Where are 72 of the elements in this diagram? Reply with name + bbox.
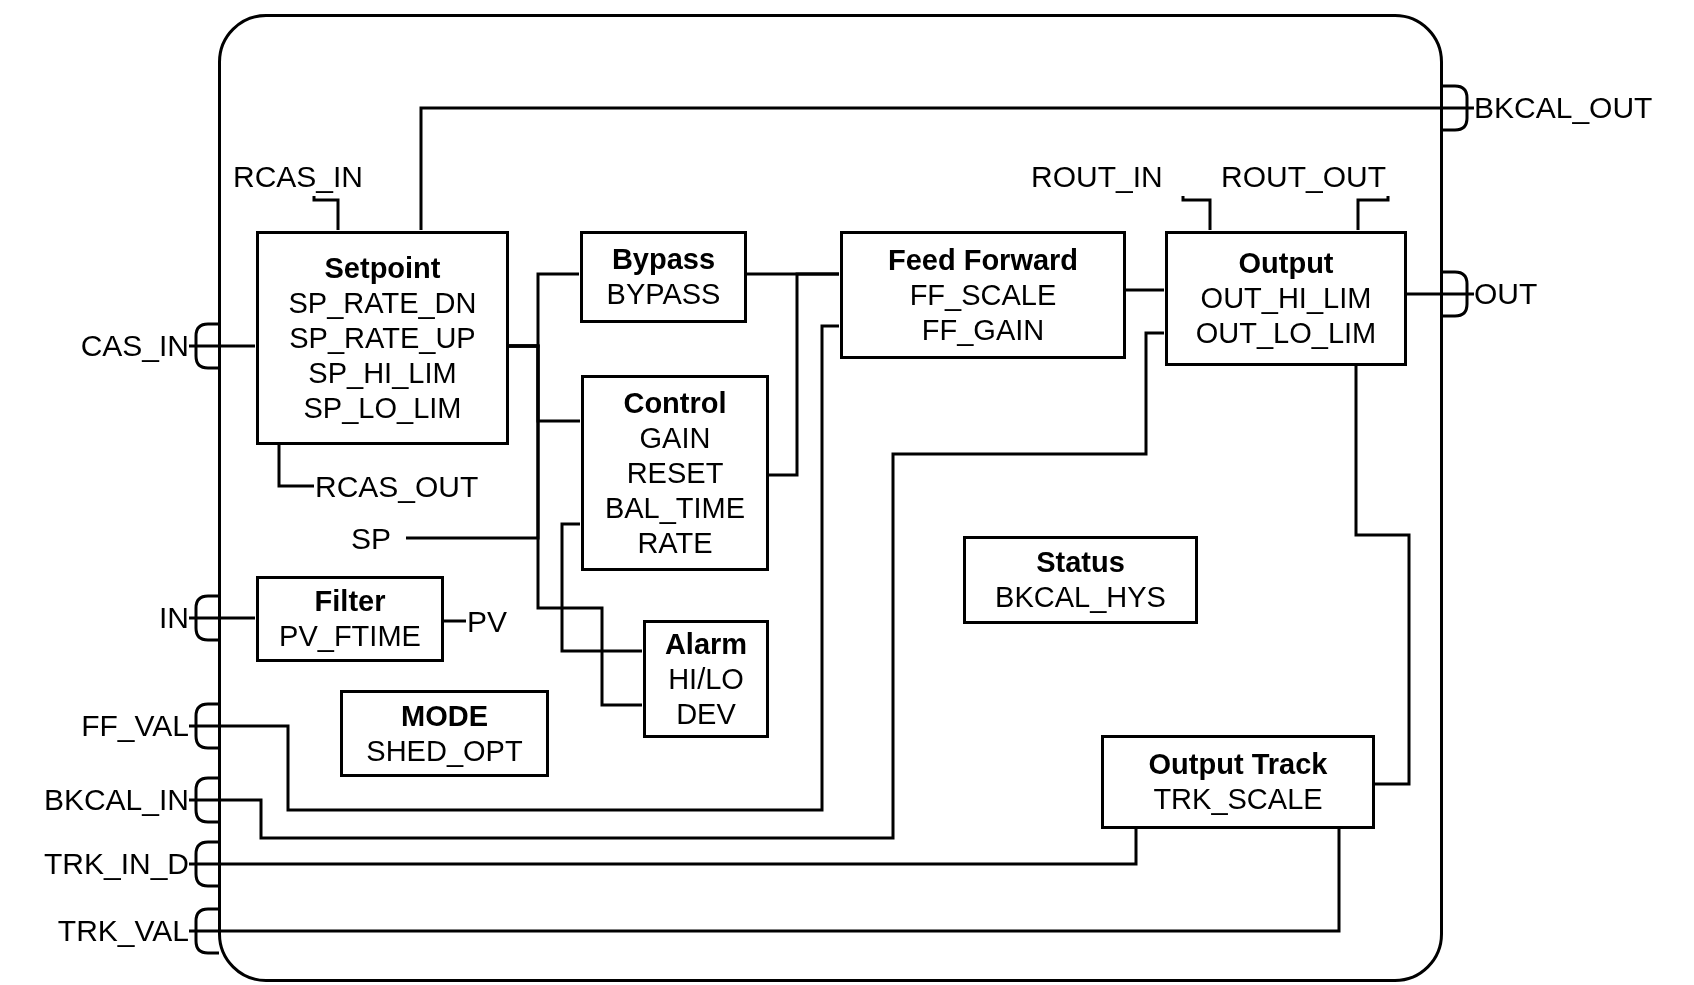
box-title: Feed Forward (887, 242, 1079, 278)
connector-line (419, 106, 1474, 230)
connector-line (508, 344, 642, 707)
port-label: BKCAL_IN (10, 780, 189, 820)
port-label: CAS_IN (40, 326, 189, 366)
parameter-box (840, 231, 1126, 359)
box-title: Control (623, 385, 727, 421)
box-title: Bypass (611, 242, 716, 277)
parameter-name: SHED_OPT (366, 733, 523, 769)
connector-line (1356, 196, 1390, 230)
parameter-name: BAL_TIME (604, 490, 746, 526)
port-label: OUT (1474, 274, 1574, 314)
connector-line (443, 619, 466, 623)
box-title: Output Track (1148, 747, 1328, 782)
connector-line (189, 828, 1341, 933)
parameter-name: OUT_LO_LIM (1195, 316, 1377, 351)
parameter-name: BYPASS (606, 277, 721, 312)
port-label: IN (140, 598, 189, 638)
function-block-outline (218, 14, 1443, 982)
connector-line (189, 828, 1138, 866)
connector-line (189, 324, 839, 812)
port-label: PV (467, 602, 523, 642)
port-label: ROUT_OUT (1221, 157, 1421, 197)
parameter-name: FF_GAIN (921, 312, 1045, 348)
parameter-box (581, 375, 769, 571)
connector-line (189, 331, 1164, 840)
parameter-name: SP_RATE_DN (288, 285, 477, 321)
parameter-box (580, 231, 747, 323)
box-title: Status (1036, 545, 1125, 580)
parameter-name: TRK_SCALE (1153, 782, 1323, 817)
port-label: TRK_IN_D (10, 844, 189, 884)
port-label: SP (351, 519, 407, 559)
port-label: RCAS_OUT (315, 467, 515, 507)
parameter-name: RESET (626, 455, 724, 491)
parameter-box (643, 620, 769, 738)
parameter-name: SP_HI_LIM (308, 355, 457, 391)
parameter-name: PV_FTIME (279, 619, 421, 654)
parameter-name: HI/LO (668, 661, 744, 697)
port-label: FF_VAL (40, 706, 189, 746)
box-title: Output (1238, 246, 1334, 281)
parameter-name: SP_LO_LIM (303, 390, 462, 426)
connector-line (1125, 288, 1164, 292)
connector-line (189, 616, 255, 620)
parameter-box (340, 690, 549, 777)
parameter-box (1101, 735, 1375, 829)
port-label: RCAS_IN (233, 157, 393, 197)
parameter-name: RATE (637, 525, 713, 561)
port-label: ROUT_IN (1031, 157, 1191, 197)
parameter-name: OUT_HI_LIM (1200, 281, 1372, 316)
parameter-name: FF_SCALE (909, 277, 1057, 313)
box-title: Filter (314, 584, 386, 619)
parameter-box (1165, 231, 1407, 366)
connector-line (1354, 365, 1411, 786)
parameter-box (963, 536, 1198, 624)
port-label: BKCAL_OUT (1474, 88, 1686, 128)
parameter-name: BKCAL_HYS (995, 580, 1166, 615)
parameter-box (256, 231, 509, 445)
parameter-name: DEV (676, 696, 736, 732)
connector-line (768, 272, 839, 477)
box-title: MODE (401, 698, 488, 734)
connector-line (1406, 292, 1474, 296)
connector-line (1181, 196, 1212, 230)
parameter-box (256, 576, 444, 662)
connector-line (312, 196, 340, 230)
box-title: Setpoint (324, 250, 441, 286)
box-title: Alarm (664, 626, 748, 662)
parameter-name: SP_RATE_UP (289, 320, 476, 356)
parameter-name: GAIN (639, 420, 711, 456)
connector-line (560, 522, 642, 653)
connector-line (189, 344, 255, 348)
connector-line (277, 444, 314, 488)
port-label: TRK_VAL (10, 911, 189, 951)
